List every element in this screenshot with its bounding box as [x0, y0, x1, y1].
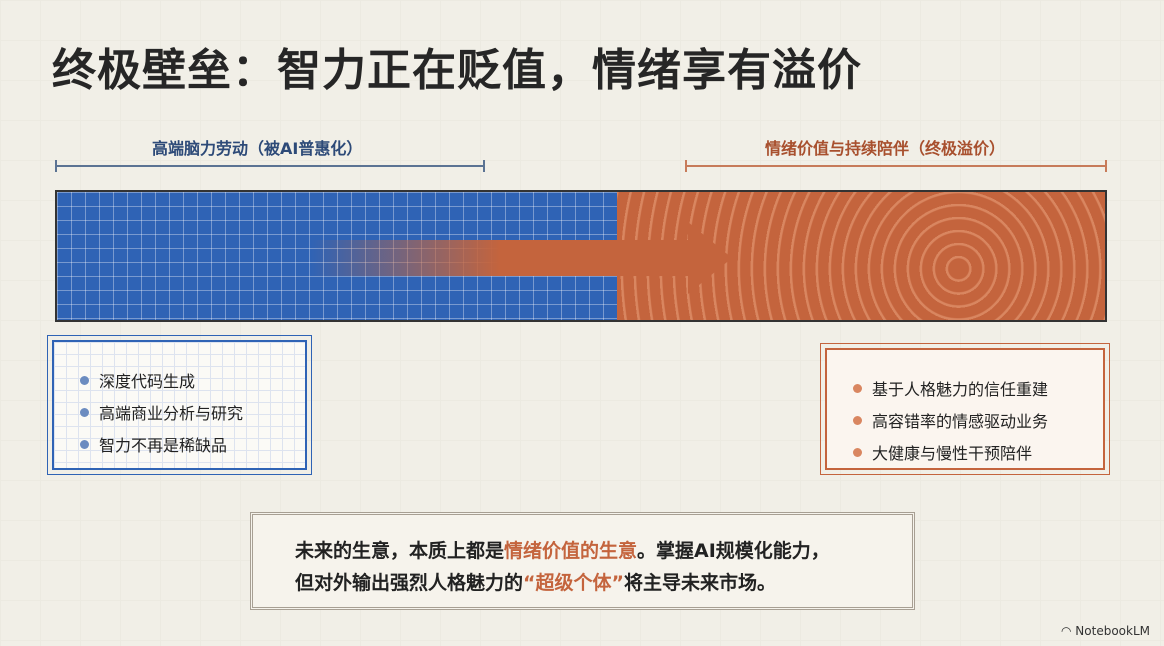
bullet-icon	[853, 447, 862, 457]
list-item: 大健康与慢性干预陪伴	[853, 440, 1077, 464]
arrow-shaft	[310, 240, 690, 276]
conclusion-quote: 未来的生意，本质上都是情绪价值的生意。掌握AI规模化能力， 但对外输出强烈人格魅…	[250, 512, 915, 610]
arrow-head-icon	[688, 222, 732, 294]
bullet-icon	[80, 407, 89, 417]
right-bracket	[685, 160, 1107, 172]
item-text: 大健康与慢性干预陪伴	[872, 444, 1033, 463]
list-item: 高容错率的情感驱动业务	[853, 408, 1077, 432]
quote-highlight: 情绪价值的生意	[504, 540, 638, 562]
quote-highlight: “超级个体”	[523, 572, 624, 594]
quote-text: 将主导未来市场。	[624, 572, 777, 594]
page-title: 终极壁垒：智力正在贬值，情绪享有溢价	[52, 45, 862, 96]
bullet-icon	[853, 383, 862, 393]
left-bracket	[55, 160, 485, 172]
quote-text: 但对外输出强烈人格魅力的	[295, 572, 524, 594]
item-text: 基于人格魅力的信任重建	[872, 380, 1049, 399]
quote-text: 未来的生意，本质上都是	[295, 540, 505, 562]
list-item: 高端商业分析与研究	[80, 400, 279, 424]
list-item: 深度代码生成	[80, 368, 279, 392]
list-item: 智力不再是稀缺品	[80, 432, 279, 456]
brand-logo: ◠ NotebookLM	[1061, 624, 1150, 638]
bullet-icon	[853, 415, 862, 425]
right-label: 情绪价值与持续陪伴（终极溢价）	[765, 139, 1006, 158]
list-item: 基于人格魅力的信任重建	[853, 376, 1077, 400]
brand-text: NotebookLM	[1075, 624, 1150, 638]
quote-text: 。掌握AI规模化能力，	[637, 540, 830, 562]
right-list: 基于人格魅力的信任重建 高容错率的情感驱动业务 大健康与慢性干预陪伴	[820, 343, 1110, 475]
left-list: 深度代码生成 高端商业分析与研究 智力不再是稀缺品	[47, 335, 312, 475]
item-text: 高容错率的情感驱动业务	[872, 412, 1049, 431]
bullet-icon	[80, 439, 89, 449]
item-text: 深度代码生成	[99, 372, 196, 391]
bullet-icon	[80, 375, 89, 385]
left-label: 高端脑力劳动（被AI普惠化）	[152, 139, 363, 158]
item-text: 高端商业分析与研究	[99, 404, 244, 423]
item-text: 智力不再是稀缺品	[99, 436, 228, 455]
